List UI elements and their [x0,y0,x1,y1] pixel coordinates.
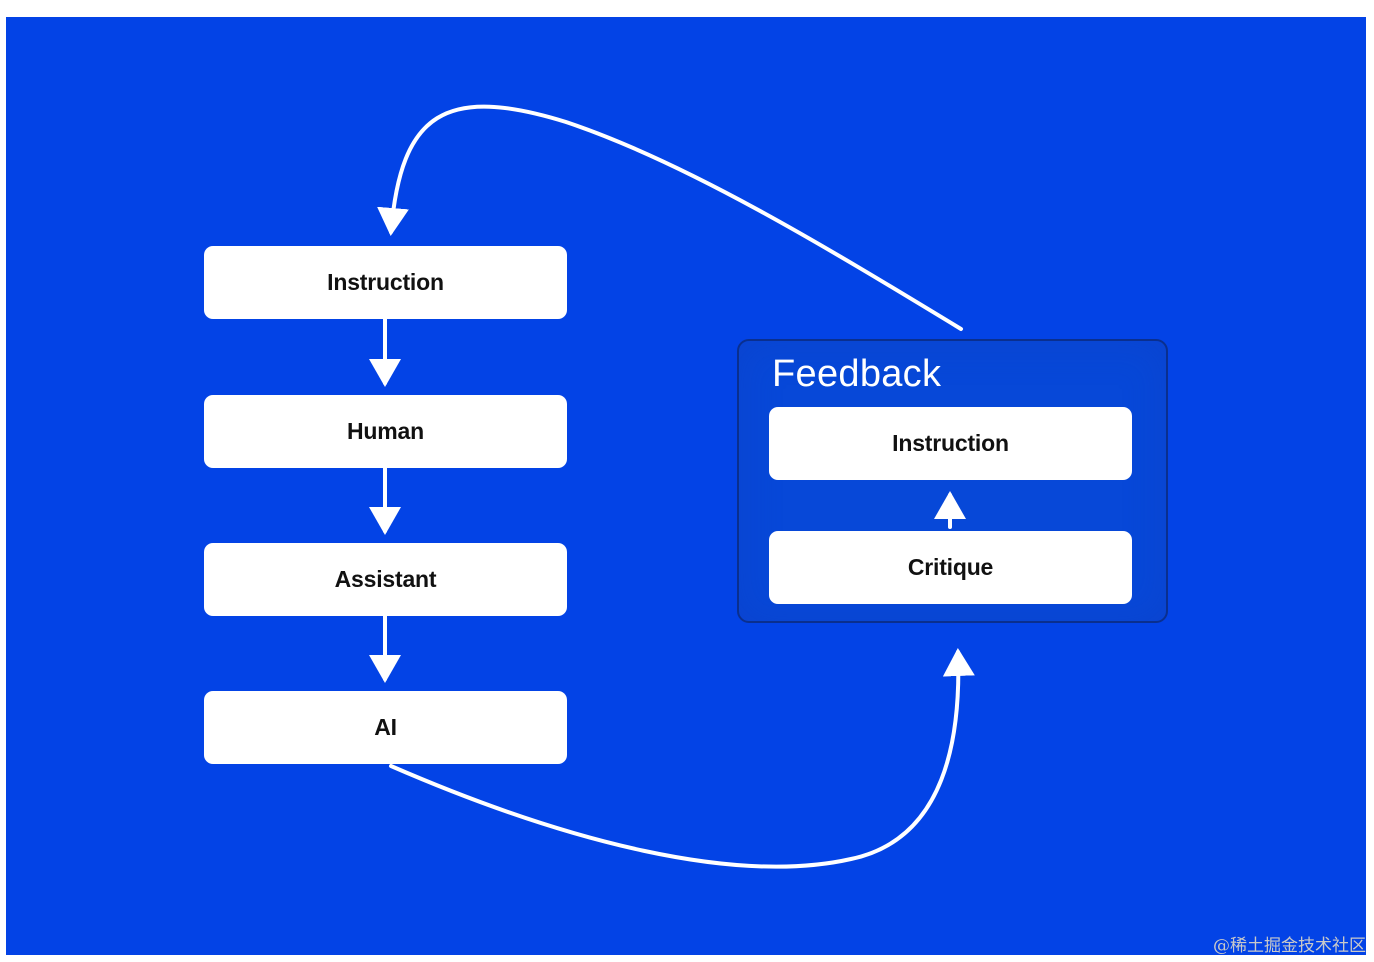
flow-node-label: Instruction [327,269,444,295]
flow-node-instruction: Instruction [204,246,567,319]
watermark: @稀土掘金技术社区 [1213,936,1366,956]
feedback-instruction-node: Instruction [769,407,1132,480]
connector-arrows [369,104,975,869]
arrow-feedback-to-instruction [377,104,963,331]
feedback-group: Feedback Instruction Critique [737,339,1168,623]
arrow-ai-to-feedback [389,648,975,869]
flow-node-label: Human [347,418,424,444]
feedback-instruction-label: Instruction [892,430,1009,456]
flow-node-assistant: Assistant [204,543,567,616]
flow-node-label: AI [374,714,397,740]
flow-node-ai: AI [204,691,567,764]
flow-node-label: Assistant [334,566,437,592]
feedback-title: Feedback [772,353,942,395]
feedback-critique-node: Critique [769,531,1132,604]
flow-node-human: Human [204,395,567,468]
diagram-canvas: Instruction Human Assistant AI Feedback … [6,17,1366,955]
feedback-critique-label: Critique [907,554,994,580]
